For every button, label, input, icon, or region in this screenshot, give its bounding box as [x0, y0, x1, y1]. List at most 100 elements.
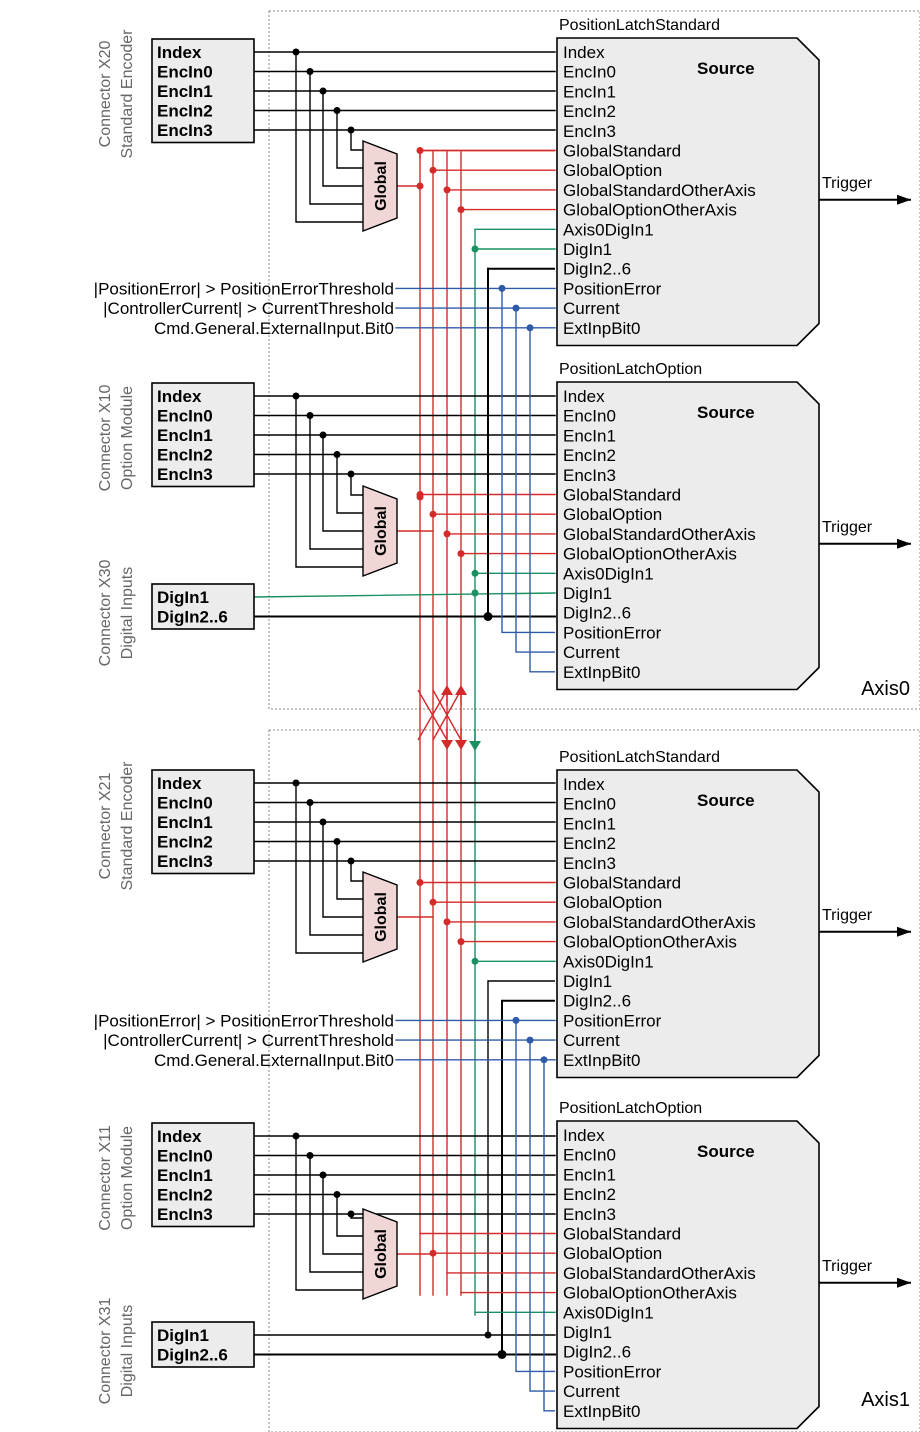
pin-label: EncIn0 [157, 1147, 213, 1166]
connector-label-line: Connector X30 [97, 560, 114, 667]
connector-label-line: Digital Inputs [119, 1305, 136, 1398]
pin-label: EncIn1 [157, 82, 213, 101]
digin-wire [501, 999, 555, 1355]
latch-input-label: DigIn2..6 [563, 604, 631, 623]
connector-label-line: Connector X11 [97, 1125, 114, 1231]
global-input-wire [309, 802, 363, 936]
latch-block [556, 769, 820, 1079]
latch-input-label: GlobalStandard [563, 486, 681, 505]
digin-junction [497, 1350, 507, 1359]
pin-block [151, 1122, 255, 1228]
trigger-label: Trigger [822, 519, 873, 536]
red-junction [429, 898, 437, 906]
latch-block [556, 381, 820, 691]
blue-wire [529, 327, 555, 673]
latch-input-label: Index [563, 1126, 605, 1145]
trigger-label: Trigger [822, 1258, 873, 1275]
axis1-label: Axis1 [861, 1389, 910, 1411]
global-input-wire [350, 130, 363, 151]
source-label: Source [697, 403, 755, 422]
latch-input-label: Axis0DigIn1 [563, 1303, 654, 1322]
latch-input-label: EncIn2 [563, 102, 616, 121]
latch-input-label: GlobalOption [563, 161, 662, 180]
latch-input-label: Index [563, 43, 605, 62]
command-label: Cmd.General.ExternalInput.Bit0 [154, 319, 394, 338]
pin-label: EncIn0 [157, 407, 213, 426]
latch-input-label: EncIn3 [563, 466, 616, 485]
latch-input-label: DigIn1 [563, 584, 612, 603]
command-label: |PositionError| > PositionErrorThreshold [94, 1011, 394, 1030]
source-label: Source [697, 791, 755, 810]
global-input-wire [322, 1175, 363, 1255]
latch-title: PositionLatchOption [559, 361, 702, 378]
latch-input-label: PositionError [563, 1362, 662, 1381]
pin-label: EncIn2 [157, 446, 213, 465]
latch-input-label: EncIn0 [563, 63, 616, 82]
global-mux [362, 1207, 398, 1301]
green-junction [471, 569, 479, 577]
latch-input-label: Axis0DigIn1 [563, 952, 654, 971]
red-junction [416, 493, 424, 501]
red-cross [417, 689, 448, 741]
latch-input-label: GlobalOptionOtherAxis [563, 933, 737, 952]
global-input-wire [350, 1214, 363, 1219]
green-wire [253, 592, 556, 598]
latch-block [556, 1120, 820, 1430]
latch-input-label: GlobalStandard [563, 142, 681, 161]
red-junction [443, 186, 451, 194]
pin-label: EncIn1 [157, 426, 213, 445]
latch-input-label: EncIn1 [563, 426, 616, 445]
pin-label: DigIn1 [157, 588, 209, 607]
green-junction [471, 245, 479, 253]
latch-input-label: GlobalStandardOtherAxis [563, 913, 756, 932]
latch-input-label: PositionError [563, 1011, 662, 1030]
latch-input-label: EncIn3 [563, 122, 616, 141]
latch-input-label: DigIn1 [563, 972, 612, 991]
latch-title: PositionLatchStandard [559, 749, 720, 766]
global-input-wire [350, 474, 363, 496]
pin-label: Index [157, 43, 202, 62]
global-label: Global [373, 161, 390, 211]
green-junction [471, 957, 479, 965]
global-label: Global [373, 1229, 390, 1279]
red-junction [416, 147, 424, 154]
latch-input-label: PositionError [563, 623, 662, 642]
red-junction [429, 1249, 437, 1257]
global-input-wire [336, 110, 363, 169]
pin-label: EncIn3 [157, 121, 213, 140]
pin-block [151, 769, 255, 875]
pin-block [151, 1321, 255, 1368]
latch-input-label: GlobalOptionOtherAxis [563, 1284, 737, 1303]
global-input-wire [322, 822, 363, 918]
latch-input-label: GlobalOption [563, 893, 662, 912]
latch-block [556, 37, 820, 347]
global-input-wire [322, 91, 363, 187]
global-input-wire [295, 1136, 363, 1291]
latch-input-label: EncIn0 [563, 795, 616, 814]
pin-label: DigIn2..6 [157, 1346, 228, 1365]
red-junction [429, 166, 437, 174]
pin-label: EncIn2 [157, 1186, 213, 1205]
command-label: |PositionError| > PositionErrorThreshold [94, 279, 394, 298]
latch-input-label: DigIn2..6 [563, 260, 631, 279]
axis0-frame [268, 10, 920, 710]
latch-input-label: Current [563, 643, 620, 662]
connector-label-line: Standard Encoder [119, 29, 136, 159]
latch-input-label: DigIn2..6 [563, 1343, 631, 1362]
connector-label-line: Standard Encoder [119, 761, 136, 891]
red-junction [443, 918, 451, 926]
global-input-wire [309, 1155, 363, 1273]
command-label: |ControllerCurrent| > CurrentThreshold [103, 299, 394, 318]
latch-input-label: EncIn2 [563, 834, 616, 853]
latch-input-label: EncIn3 [563, 1205, 616, 1224]
trigger-label: Trigger [822, 907, 873, 924]
latch-title: PositionLatchOption [559, 1100, 702, 1117]
connector-label-line: Option Module [119, 386, 136, 490]
latch-input-label: EncIn0 [563, 407, 616, 426]
pin-label: Index [157, 387, 202, 406]
latch-input-label: GlobalStandardOtherAxis [563, 1264, 756, 1283]
latch-input-label: GlobalStandardOtherAxis [563, 525, 756, 544]
latch-input-label: DigIn1 [563, 1323, 612, 1342]
